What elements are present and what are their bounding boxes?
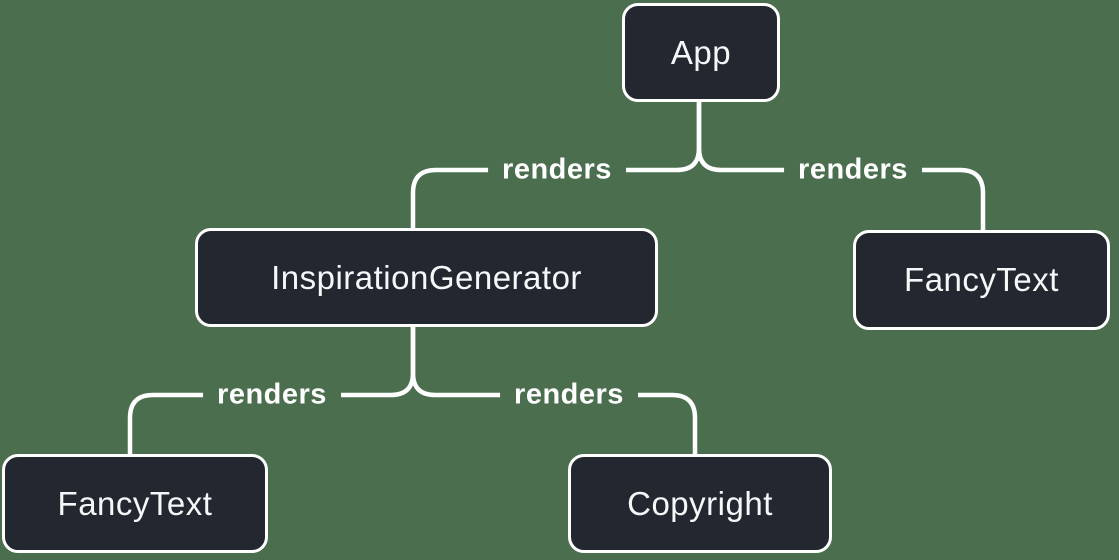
node-fancy-text-left-label: FancyText [57,484,213,522]
node-app: App [622,3,780,102]
node-copyright: Copyright [568,454,832,553]
edge-label-renders-4: renders [500,376,638,414]
node-fancy-text-right-label: FancyText [904,261,1059,298]
node-inspiration-generator-label: InspirationGenerator [271,258,582,296]
node-inspiration-generator: InspirationGenerator [195,228,658,327]
edge-label-renders-2: renders [784,151,922,189]
node-fancy-text-left: FancyText [2,454,268,553]
edge-label-renders-1: renders [488,151,626,189]
node-fancy-text-right: FancyText [853,230,1110,330]
edge-label-renders-3: renders [203,376,341,414]
node-app-label: App [670,33,732,71]
node-copyright-label: Copyright [627,484,773,522]
